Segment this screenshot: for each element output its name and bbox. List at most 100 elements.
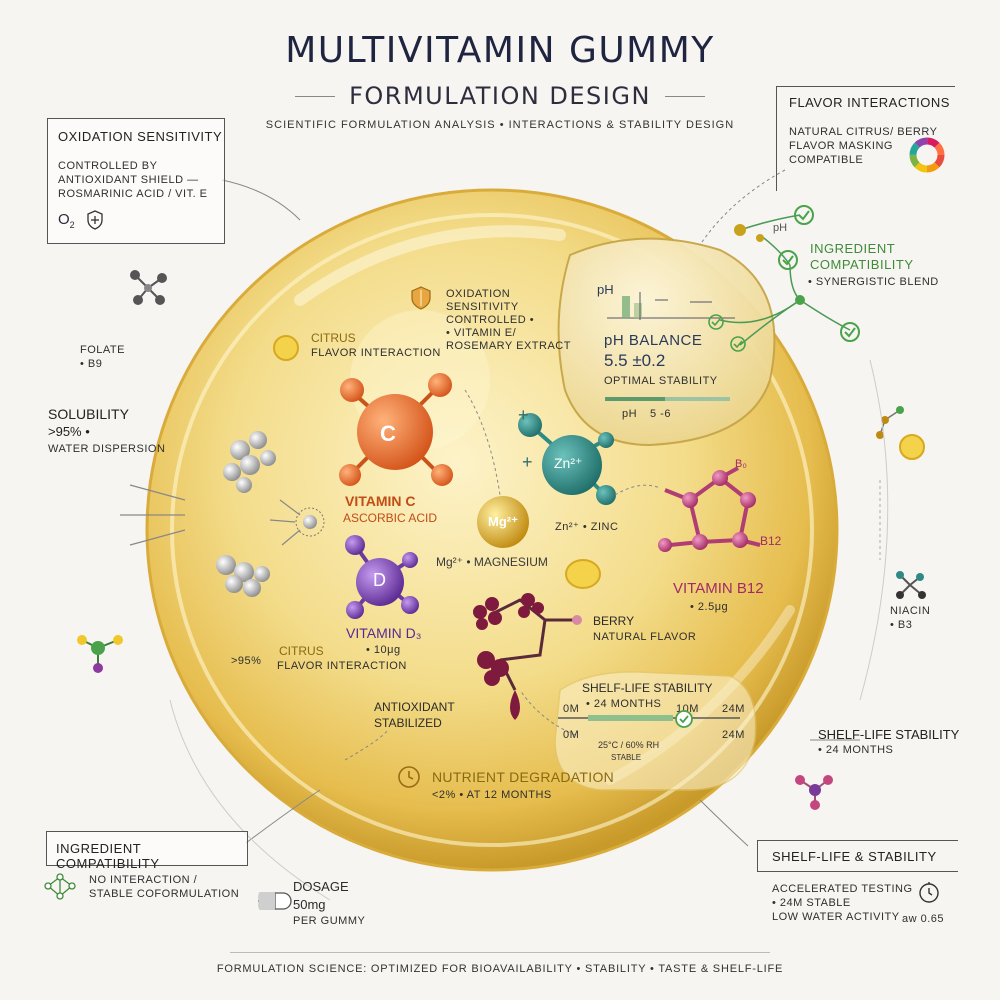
ph-range-value: 5 -6 bbox=[650, 408, 671, 420]
page-title: MULTIVITAMIN GUMMY bbox=[285, 30, 715, 71]
magnesium-label: Mg²⁺ • MAGNESIUM bbox=[436, 555, 548, 569]
vitamin-c-subtitle: ASCORBIC ACID bbox=[343, 511, 438, 525]
shelf-tick-24m-bottom: 24M bbox=[722, 729, 745, 741]
oxygen-subscript: 2 bbox=[69, 220, 75, 230]
shelf-inner-value: • 24 MONTHS bbox=[586, 698, 662, 710]
shelf-tick-0m-top: 0M bbox=[563, 703, 580, 715]
niacin-label: NIACIN bbox=[890, 605, 931, 617]
flavor-box-line1: NATURAL CITRUS/ BERRY bbox=[789, 126, 938, 138]
vitamin-d-dose: • 10μg bbox=[366, 644, 401, 656]
page-subtitle: FORMULATION DESIGN bbox=[349, 82, 651, 110]
check-icon-3 bbox=[840, 322, 860, 342]
dosage-title: DOSAGE bbox=[293, 879, 349, 894]
antioxidant-line1: ANTIOXIDANT bbox=[374, 700, 455, 714]
check-icon-5 bbox=[730, 336, 746, 352]
vitamin-c-name: VITAMIN C bbox=[345, 493, 416, 509]
b12-marker-top: B₀ bbox=[735, 458, 747, 470]
vitamin-b12-dose: • 2.5μg bbox=[690, 601, 729, 613]
shield-icon bbox=[411, 286, 431, 310]
oxygen-icon: O2 bbox=[58, 211, 75, 230]
berry-label: BERRY bbox=[593, 614, 635, 628]
citrus-bottom-label: CITRUS bbox=[279, 644, 324, 658]
folate-label: FOLATE bbox=[80, 344, 125, 356]
check-icon-1 bbox=[794, 205, 814, 225]
color-wheel-icon bbox=[909, 137, 945, 173]
ingredient-compatibility-box: INGREDIENT COMPATIBILITY bbox=[46, 831, 248, 871]
vitamin-c-symbol: C bbox=[380, 421, 396, 446]
flavor-box-line3: COMPATIBLE bbox=[789, 154, 864, 166]
vitamin-b12-name: VITAMIN B12 bbox=[673, 580, 764, 597]
oxidation-box-line2: ANTIOXIDANT SHIELD — bbox=[58, 174, 199, 186]
ph-small-label: pH bbox=[773, 222, 788, 234]
subtitle-divider-right bbox=[664, 95, 705, 97]
dosage-value: 50mg bbox=[293, 897, 326, 912]
ingredient-compat-title-1: INGREDIENT bbox=[810, 241, 896, 256]
synergistic-blend-label: • SYNERGISTIC BLEND bbox=[808, 276, 939, 288]
oxidation-sensitivity-box: OXIDATION SENSITIVITY CONTROLLED BY ANTI… bbox=[47, 118, 225, 244]
ingredient-box-title: INGREDIENT COMPATIBILITY bbox=[56, 841, 160, 871]
oxidation-box-title: OXIDATION SENSITIVITY bbox=[58, 129, 223, 144]
flavor-interaction-top-label: FLAVOR INTERACTION bbox=[311, 347, 441, 359]
footer-divider bbox=[230, 952, 770, 953]
ph-balance-title: pH BALANCE bbox=[604, 332, 703, 349]
solubility-value: >95% • bbox=[48, 424, 90, 439]
subtitle-divider-left bbox=[295, 95, 336, 97]
pct95-inner-label: >95% bbox=[231, 655, 262, 667]
nutrient-degradation-title: NUTRIENT DEGRADATION bbox=[432, 769, 615, 785]
inner-oxidation-line4: • VITAMIN E/ bbox=[446, 327, 517, 339]
ph-graph-label: pH bbox=[597, 282, 614, 297]
shelf-tick-0m-bottom: 0M bbox=[563, 729, 580, 741]
shield-plus-icon bbox=[87, 210, 103, 230]
shelf-conditions: 25°C / 60% RH bbox=[598, 740, 660, 750]
shelf-box-title: SHELF-LIFE & STABILITY bbox=[772, 849, 937, 864]
ph-range-label: pH bbox=[622, 408, 638, 420]
flavor-interaction-bottom-label: FLAVOR INTERACTION bbox=[277, 660, 407, 672]
network-icon bbox=[44, 873, 76, 900]
zinc-plus-left: + bbox=[522, 452, 533, 472]
flavor-box-line2: FLAVOR MASKING bbox=[789, 140, 893, 152]
check-icon-4 bbox=[708, 314, 724, 330]
zinc-plus-top: + bbox=[518, 405, 529, 425]
flavor-interactions-box: FLAVOR INTERACTIONS NATURAL CITRUS/ BERR… bbox=[776, 86, 955, 191]
vitamin-d-name: VITAMIN D₃ bbox=[346, 625, 422, 641]
inner-oxidation-line2: SENSITIVITY bbox=[446, 301, 519, 313]
check-icon-2 bbox=[778, 250, 798, 270]
dosage-unit: PER GUMMY bbox=[293, 915, 366, 927]
oxidation-box-line3: ROSMARINIC ACID / VIT. E bbox=[58, 188, 208, 200]
shelf-life-stability-box: SHELF-LIFE & STABILITY bbox=[757, 840, 958, 872]
oxygen-symbol: O bbox=[58, 211, 70, 228]
citrus-top-label: CITRUS bbox=[311, 331, 356, 345]
inner-oxidation-line3: CONTROLLED • bbox=[446, 314, 535, 326]
shelf-box-line3: LOW WATER ACTIVITY bbox=[772, 911, 900, 923]
ingredient-box-line1: NO INTERACTION / bbox=[89, 874, 198, 886]
shelf-box-line1: ACCELERATED TESTING bbox=[772, 883, 913, 895]
flavor-box-title: FLAVOR INTERACTIONS bbox=[789, 95, 950, 110]
ph-optimal-stability: OPTIMAL STABILITY bbox=[604, 375, 718, 387]
water-activity-value: aw 0.65 bbox=[902, 913, 945, 925]
shelf-inner-title: SHELF-LIFE STABILITY bbox=[582, 681, 713, 695]
b3-label: • B3 bbox=[890, 619, 913, 631]
b9-label: • B9 bbox=[80, 358, 103, 370]
zinc-label: Zn²⁺ • ZINC bbox=[555, 521, 619, 533]
vitamin-d-symbol: D bbox=[373, 570, 386, 590]
clock-icon bbox=[398, 766, 420, 788]
nutrient-degradation-value: <2% • AT 12 MONTHS bbox=[432, 789, 552, 801]
shelf-stable: STABLE bbox=[611, 753, 642, 762]
subtitle-row: FORMULATION DESIGN bbox=[0, 82, 1000, 110]
ph-balance-value: 5.5 ±0.2 bbox=[604, 351, 666, 370]
shelf-check-icon bbox=[675, 710, 693, 728]
zinc-symbol: Zn²⁺ bbox=[554, 455, 583, 471]
shelf-life-value-right: • 24 MONTHS bbox=[818, 744, 894, 756]
ingredient-compat-title-2: COMPATIBILITY bbox=[810, 257, 914, 272]
inner-oxidation-line5: ROSEMARY EXTRACT bbox=[446, 340, 571, 352]
ingredient-box-line2: STABLE COFORMULATION bbox=[89, 888, 240, 900]
oxidation-box-line1: CONTROLLED BY bbox=[58, 160, 158, 172]
solubility-title: SOLUBILITY bbox=[48, 406, 129, 422]
antioxidant-line2: STABILIZED bbox=[374, 716, 442, 730]
natural-flavor-label: NATURAL FLAVOR bbox=[593, 631, 697, 643]
water-dispersion-label: WATER DISPERSION bbox=[48, 443, 166, 455]
magnesium-symbol: Mg²⁺ bbox=[488, 514, 518, 529]
b12-marker: B12 bbox=[760, 534, 782, 548]
timer-icon bbox=[919, 882, 939, 903]
